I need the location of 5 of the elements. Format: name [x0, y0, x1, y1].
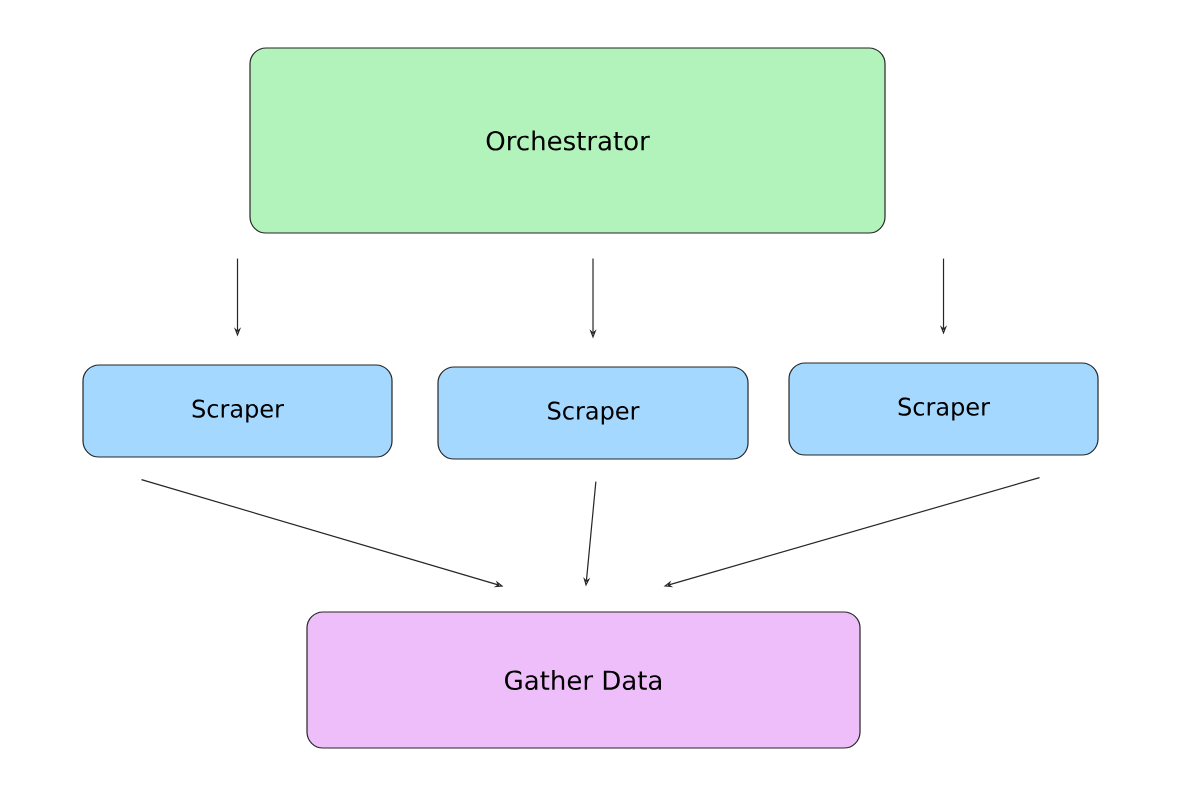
- process-box: Gather Data: [306, 611, 861, 749]
- process-box: Orchestrator: [249, 47, 886, 234]
- process-box: Scraper: [82, 364, 393, 458]
- process-box: Scraper: [788, 362, 1099, 456]
- process-box: Scraper: [437, 366, 749, 460]
